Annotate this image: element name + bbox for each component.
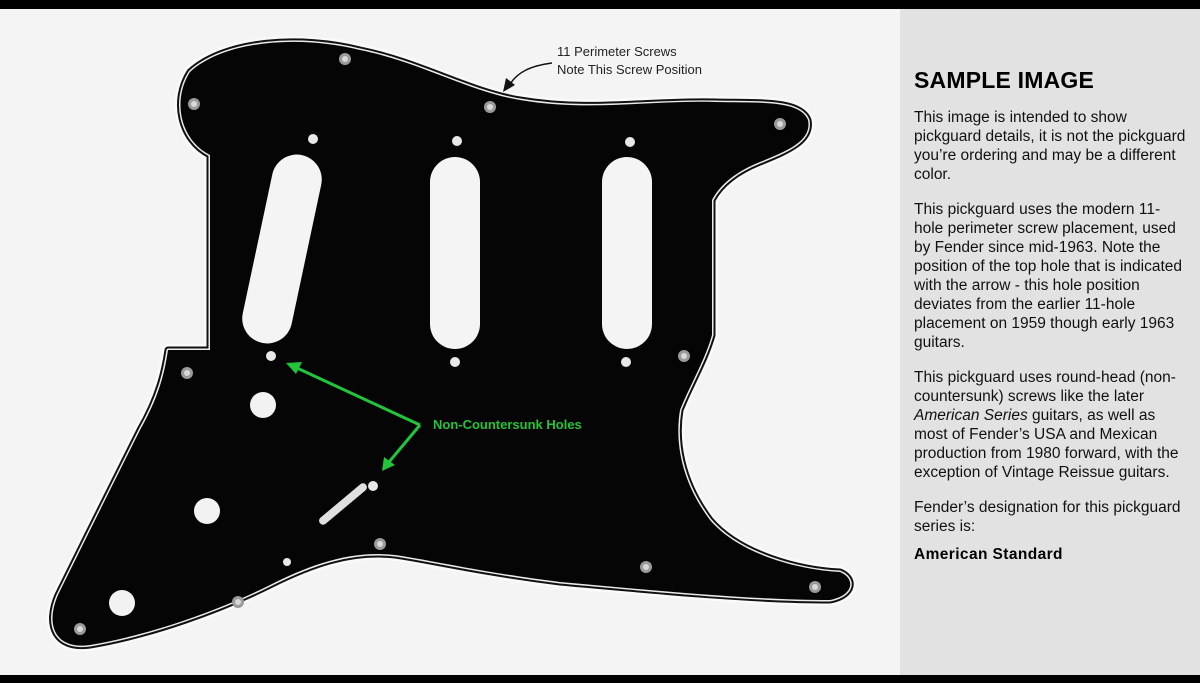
panel-title: SAMPLE IMAGE (914, 67, 1095, 93)
pickup-mount-hole (621, 357, 631, 367)
switch-screw-hole (368, 481, 378, 491)
perimeter-screws (74, 53, 821, 635)
info-panel: SAMPLE IMAGE This image is intended to s… (900, 9, 1200, 675)
panel-paragraph-1: This image is intended to show pickguard… (914, 109, 1186, 183)
pickguard-photo: 11 Perimeter Screws Note This Screw Posi… (0, 9, 900, 675)
screw (188, 98, 200, 110)
panel-paragraph-3: This pickguard uses round-head (non-coun… (914, 368, 1186, 482)
para3-before: This pickguard uses round-head (non-coun… (914, 369, 1176, 405)
pickup-mount-hole (450, 357, 460, 367)
screw (774, 118, 786, 130)
green-arrow-head (286, 362, 302, 374)
pickup-mount-hole (625, 137, 635, 147)
screw (678, 350, 690, 362)
para3-emphasis: American Series (914, 407, 1028, 424)
callout-green-text: Non-Countersunk Holes (433, 417, 582, 432)
callout-top-line1: 11 Perimeter Screws (557, 44, 677, 59)
pickup-mount-hole (266, 351, 276, 361)
pickup-slot-neck (242, 154, 322, 344)
switch-slot (319, 483, 367, 525)
green-arrow-line (296, 366, 421, 427)
pickup-mount-hole (452, 136, 462, 146)
screw (232, 596, 244, 608)
switch-screw-hole (283, 558, 291, 566)
pickup-slot-bridge (602, 157, 652, 349)
panel-paragraph-2: This pickguard uses the modern 11-hole p… (914, 201, 1182, 351)
pickup-slot-middle (430, 157, 480, 349)
callout-arrow-head (503, 78, 515, 92)
green-arrow-line (387, 424, 422, 463)
screw (484, 101, 496, 113)
knob-hole-volume (250, 392, 276, 418)
knob-hole-tone-2 (109, 590, 135, 616)
screw (74, 623, 86, 635)
green-callout: Non-Countersunk Holes (286, 362, 582, 471)
screw (640, 561, 652, 573)
screw (809, 581, 821, 593)
para3-after: guitars, as well as most of Fender’s USA… (914, 407, 1179, 481)
screw (339, 53, 351, 65)
callout-top-line2: Note This Screw Position (557, 62, 702, 77)
green-arrow-head (382, 457, 395, 471)
panel-paragraph-4: Fender’s designation for this pickguard … (914, 499, 1181, 535)
pickguard-illustration: 11 Perimeter Screws Note This Screw Posi… (0, 9, 900, 675)
screw (374, 538, 386, 550)
screw (181, 367, 193, 379)
pickup-mount-hole (308, 134, 318, 144)
designation-label: American Standard (914, 546, 1063, 563)
knob-hole-tone-1 (194, 498, 220, 524)
callout-arrow-line (509, 62, 553, 85)
